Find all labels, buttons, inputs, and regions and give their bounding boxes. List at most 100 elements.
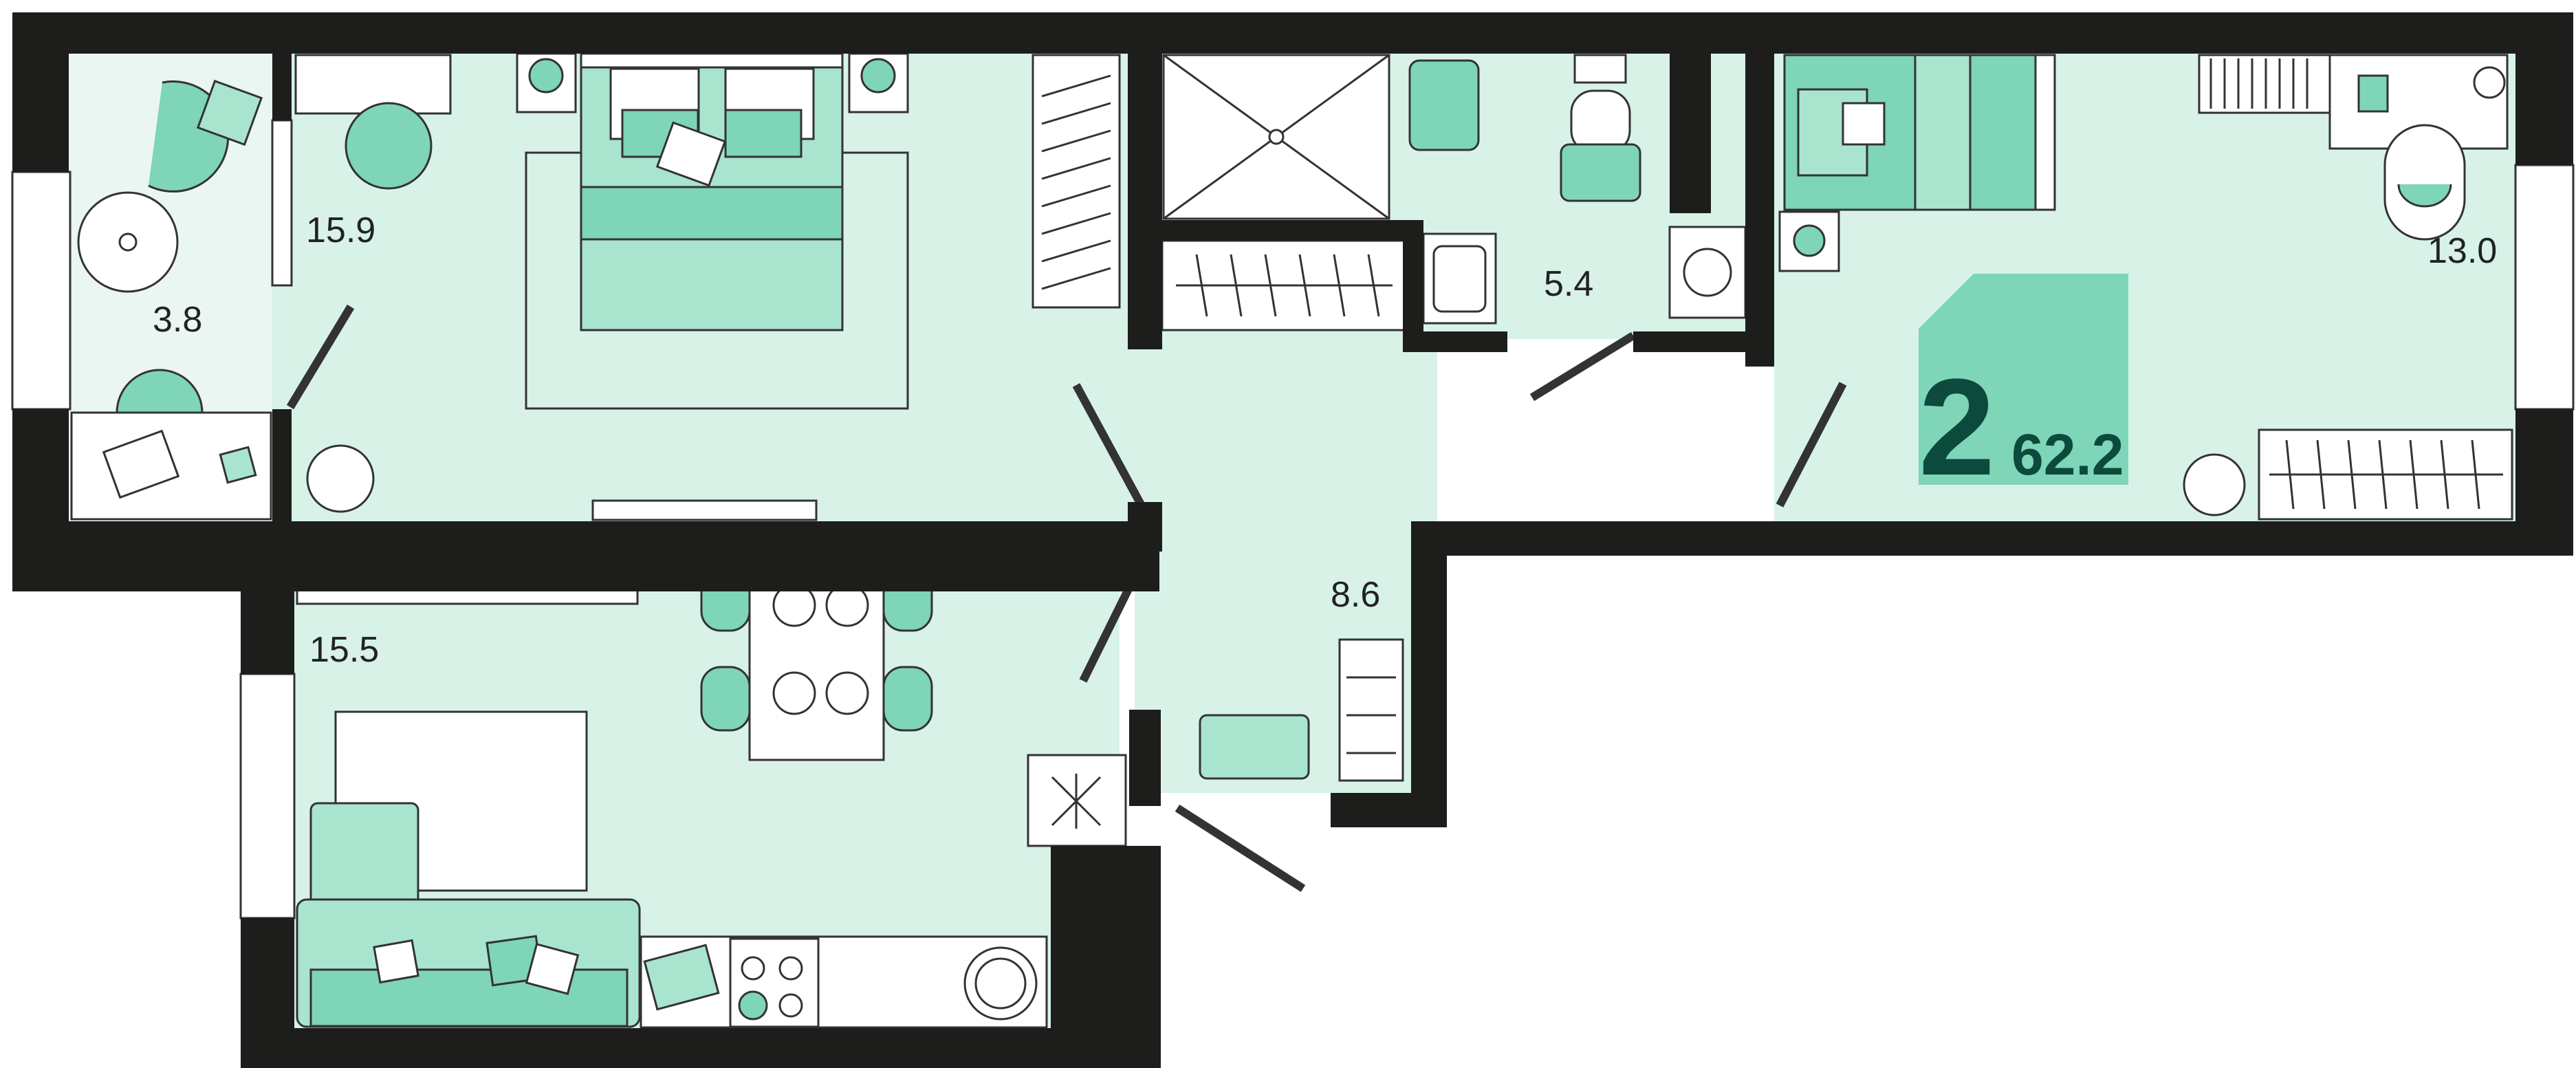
wall: [272, 409, 292, 521]
window-kitchen-living: [239, 673, 296, 919]
bookshelf-books: [2209, 58, 2308, 109]
toilet-mat: [1560, 143, 1641, 202]
cutting-board: [643, 944, 720, 1011]
room-labels: 3.8 15.9 5.4 13.0 8.6 15.5: [153, 210, 2497, 670]
wall: [1051, 846, 1161, 1068]
wall: [1411, 521, 1447, 827]
dining-chair-4: [882, 666, 933, 732]
second-lamp-icon: [1793, 224, 1826, 257]
balcony-chair-bottom: [116, 369, 204, 414]
window-second-bedroom: [2514, 164, 2575, 411]
study-chair: [2383, 124, 2466, 241]
wall: [2515, 12, 2573, 165]
toilet-tank: [1573, 54, 1627, 84]
bedroom-plant-icon: [306, 444, 375, 513]
lamp-left-icon: [528, 58, 564, 94]
wall: [1411, 521, 2573, 556]
window-balcony: [11, 171, 72, 411]
sofa-cushion-1: [373, 939, 419, 984]
second-wardrobe-hangers: [2269, 439, 2503, 510]
bathroom-storage-lines: [1176, 254, 1393, 317]
desk-notebook: [2357, 74, 2389, 113]
blanket-fold: [580, 186, 844, 241]
balcony-chair-cushion: [196, 79, 263, 146]
area-bedroom: 15.9: [306, 210, 375, 250]
bed-headboard: [580, 52, 844, 69]
apartment-badge: 2 62.2: [1919, 274, 2128, 504]
wall: [1745, 54, 1774, 367]
burner-3: [738, 990, 768, 1021]
balcony-table-center: [118, 232, 138, 252]
burner-4: [778, 993, 803, 1018]
single-bed-blanket: [1914, 54, 1972, 211]
doors: [286, 304, 1847, 893]
bedroom-dresser: [294, 54, 452, 115]
badge-total-area: 62.2: [2011, 422, 2124, 487]
bathroom-sink-basin: [1432, 245, 1487, 313]
door-second-bedroom: [1776, 382, 1847, 508]
balcony-laptop: [102, 429, 180, 499]
area-second-bedroom: 13.0: [2427, 231, 2497, 271]
dining-chair-3: [700, 666, 751, 732]
wall: [12, 12, 2573, 54]
sofa-seat: [309, 968, 629, 1027]
second-bedroom-furniture: [1778, 54, 2513, 521]
door-balcony: [286, 304, 355, 410]
single-bed-pillow-top: [1842, 102, 1886, 146]
door-entrance: [1175, 804, 1306, 893]
wall: [1403, 220, 1423, 331]
wall: [1128, 12, 1162, 349]
burner-2: [778, 956, 803, 981]
wall: [1129, 710, 1161, 806]
wall: [1128, 502, 1162, 552]
bedroom-stool: [345, 102, 433, 190]
area-kitchen-living: 15.5: [309, 630, 379, 670]
burner-1: [741, 956, 765, 981]
bedroom-furniture: [294, 52, 1121, 521]
wall: [12, 12, 69, 172]
wall: [1162, 220, 1403, 241]
plate-3: [772, 671, 816, 715]
study-chair-seat: [2397, 184, 2452, 208]
hallway-furniture: [1027, 638, 1404, 847]
wall: [241, 521, 294, 674]
wall: [1403, 331, 1507, 352]
area-hallway: 8.6: [1331, 575, 1380, 615]
wall: [1670, 54, 1711, 213]
wall: [241, 1028, 1161, 1068]
shoe-rack: [1338, 638, 1404, 782]
washing-machine-door: [1683, 248, 1732, 297]
bath-mat: [1408, 59, 1480, 151]
door-bedroom: [1072, 383, 1151, 518]
balcony-table: [77, 191, 179, 293]
bed-flower-icon: [655, 121, 727, 187]
area-balcony: 3.8: [153, 300, 202, 340]
wall: [272, 54, 292, 120]
pillow-right-inner: [724, 109, 803, 158]
windows: [11, 119, 2575, 919]
desk-plant-icon: [2473, 66, 2506, 99]
lamp-right-icon: [860, 58, 896, 94]
second-plant-icon: [2183, 453, 2246, 516]
wall: [1331, 793, 1447, 827]
badge-rooms-count: 2: [1919, 351, 1995, 504]
walls: [12, 12, 2573, 1068]
single-bed-footboard: [2034, 54, 2056, 211]
bookshelf: [2198, 54, 2331, 114]
plate-4: [825, 671, 869, 715]
bedroom-wardrobe: [1032, 54, 1121, 309]
badge-background: [1919, 274, 2128, 485]
door-mat: [1199, 714, 1310, 780]
door-bathroom: [1529, 331, 1636, 402]
balcony-furniture: [70, 79, 272, 521]
balcony-book: [219, 446, 257, 484]
bedroom-bench: [591, 499, 818, 521]
bathroom-fixtures: [1161, 54, 1747, 331]
sofa-cushion-3: [525, 943, 580, 995]
window-bedroom: [271, 119, 293, 287]
shower-drain-icon: [1268, 129, 1285, 145]
kitchen-sink-inner: [974, 957, 1027, 1010]
wall: [12, 521, 1159, 591]
area-bathroom: 5.4: [1544, 264, 1593, 304]
